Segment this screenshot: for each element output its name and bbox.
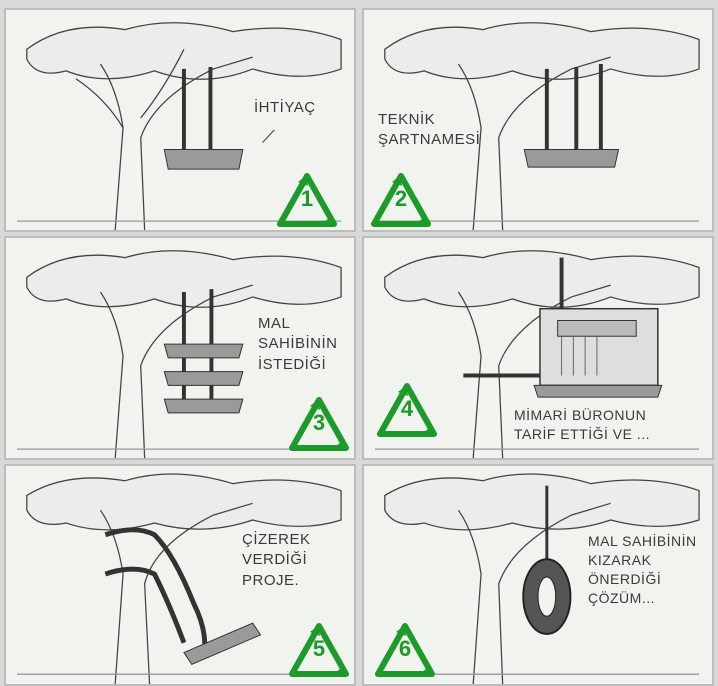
- panel-3: MAL SAHİBİNİN İSTEDİĞİ 3: [4, 236, 356, 460]
- tree-rope-swing-scene: [16, 473, 342, 684]
- step-number-6: 6: [398, 636, 412, 661]
- tree-tire-swing-scene: [374, 473, 700, 684]
- caption-4: MİMARİ BÜRONUN TARİF ETTİĞİ VE ...: [514, 407, 651, 442]
- step-number-1: 1: [300, 186, 314, 211]
- panel-5: ÇİZEREK VERDİĞİ PROJE. 5: [4, 464, 356, 686]
- tree-swing-scene: [16, 250, 342, 458]
- recycle-triangle-icon: [289, 397, 349, 451]
- caption-6: MAL SAHİBİNİN KIZARAK ÖNERDİĞİ ÇÖZÜM...: [588, 533, 697, 606]
- caption-2: TEKNİK ŞARTNAMESİ: [378, 111, 481, 149]
- recycle-badge-1: 1: [276, 172, 338, 230]
- panel-1: İHTİYAÇ 1: [4, 8, 356, 232]
- recycle-badge-2: 2: [370, 172, 432, 230]
- panel-4: MİMARİ BÜRONUN TARİF ETTİĞİ VE ... 4: [362, 236, 714, 460]
- panel-6: MAL SAHİBİNİN KIZARAK ÖNERDİĞİ ÇÖZÜM... …: [362, 464, 714, 686]
- tree-swing-scene: [16, 22, 342, 230]
- recycle-triangle-icon: [371, 173, 431, 227]
- recycle-badge-3: 3: [288, 396, 350, 454]
- recycle-badge-6: 6: [374, 622, 436, 680]
- panel-2: TEKNİK ŞARTNAMESİ 2: [362, 8, 714, 232]
- recycle-badge-5: 5: [288, 622, 350, 680]
- step-number-3: 3: [312, 410, 326, 435]
- tree-swing-scene: [374, 22, 700, 230]
- recycle-triangle-icon: [289, 623, 349, 677]
- recycle-triangle-icon: [277, 173, 337, 227]
- step-number-5: 5: [312, 636, 326, 661]
- caption-1: İHTİYAÇ: [254, 99, 316, 116]
- caption-5: ÇİZEREK VERDİĞİ PROJE.: [242, 531, 311, 589]
- recycle-badge-4: 4: [376, 382, 438, 440]
- step-number-2: 2: [394, 186, 408, 211]
- recycle-triangle-icon: [375, 623, 435, 677]
- step-number-4: 4: [400, 396, 414, 421]
- caption-3: MAL SAHİBİNİN İSTEDİĞİ: [258, 315, 338, 373]
- tree-house-scene: [374, 250, 700, 458]
- recycle-triangle-icon: [377, 383, 437, 437]
